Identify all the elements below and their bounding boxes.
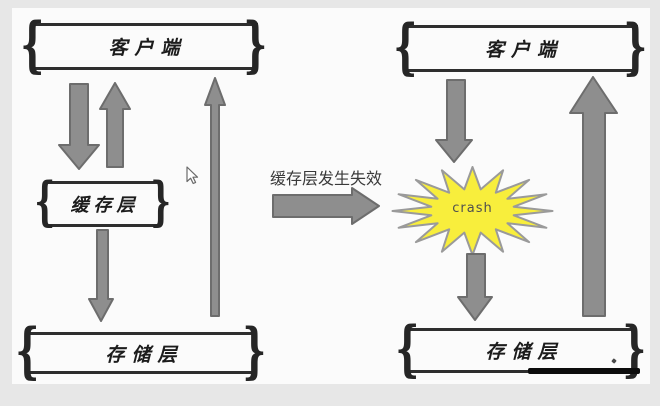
brace-left: { — [393, 11, 418, 82]
client-to-cache-arrow — [58, 83, 100, 170]
client-to-crash-arrow — [435, 79, 473, 163]
brace-right: } — [622, 313, 647, 384]
brace-right: } — [242, 316, 267, 387]
crash-to-storage-arrow — [457, 253, 493, 321]
brace-right: } — [243, 9, 268, 80]
storage-bottom-thick-stroke — [528, 368, 640, 374]
right-client-label: 客户端 — [484, 39, 563, 61]
brace-left: { — [20, 9, 45, 80]
cache-to-storage-arrow — [88, 229, 114, 322]
left-client-label: 客户端 — [108, 37, 187, 59]
mouse-cursor — [186, 166, 199, 185]
right-storage-box: { 存储层 } — [395, 319, 646, 379]
brace-right: } — [623, 11, 648, 82]
left-client-box: { 客户端 } — [20, 15, 267, 75]
storage-to-client-return-arrow-right — [569, 76, 618, 317]
left-storage-label: 存储层 — [105, 343, 184, 366]
cache-to-client-arrow — [99, 82, 131, 168]
brace-left: { — [395, 313, 420, 384]
brace-left: { — [15, 316, 40, 387]
crash-label: crash — [452, 200, 493, 216]
brace-right: } — [149, 171, 171, 233]
storage-to-client-return-arrow-left — [204, 77, 226, 317]
brace-left: { — [34, 171, 56, 233]
cache-layer-label: 缓存层 — [70, 195, 140, 216]
cache-layer-box: { 缓存层 } — [34, 176, 170, 228]
transition-right-arrow — [272, 187, 380, 225]
right-client-box: { 客户端 } — [393, 17, 647, 77]
crash-starburst — [391, 166, 554, 256]
left-storage-box: { 存储层 } — [15, 321, 266, 381]
transition-caption: 缓存层发生失效 — [269, 169, 382, 188]
right-storage-label: 存储层 — [485, 341, 564, 363]
